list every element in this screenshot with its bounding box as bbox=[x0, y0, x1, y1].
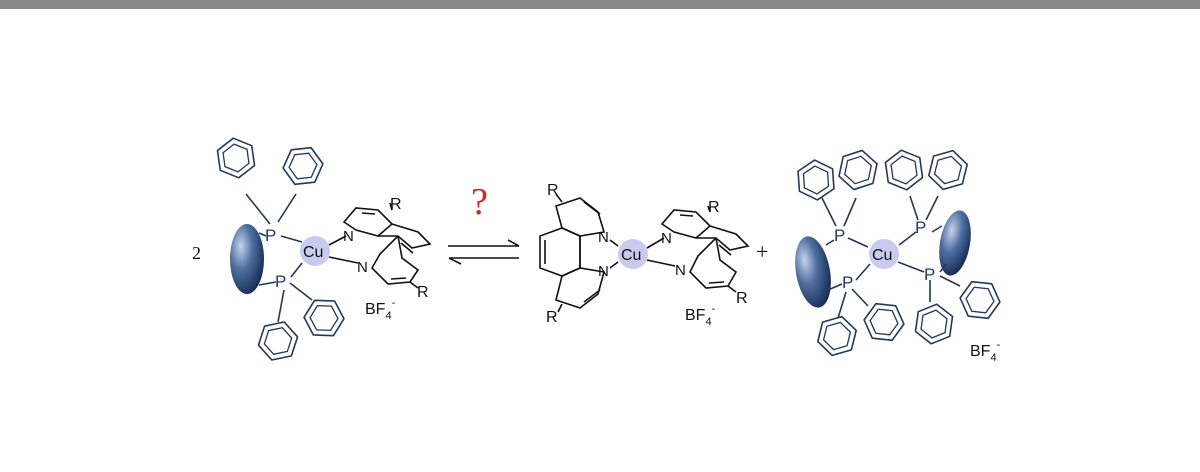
reactant-complex: Cu P P N N R R BF4- bbox=[215, 134, 432, 367]
diphosphine-backbone bbox=[795, 236, 831, 308]
product1-r1-label: R bbox=[547, 182, 559, 199]
product1-n1-label: N bbox=[598, 229, 609, 246]
phenyl-ring bbox=[955, 273, 1005, 327]
product1-r3-label: R bbox=[546, 309, 558, 326]
diphosphine-backbone bbox=[939, 210, 971, 276]
reactant-counterion: BF4- bbox=[365, 297, 396, 322]
product1-r4-label: R bbox=[736, 290, 748, 307]
reactant-p2-label: P bbox=[275, 272, 286, 291]
phenyl-ring bbox=[913, 300, 955, 348]
product2-p1-label: P bbox=[834, 226, 845, 245]
product1-r2-label: R bbox=[708, 199, 720, 216]
product2-p4-label: P bbox=[924, 265, 935, 284]
product2-p3-label: P bbox=[915, 218, 926, 237]
phenyl-ring bbox=[925, 145, 971, 195]
phenanthroline-ring bbox=[689, 237, 738, 289]
bis-phenanthroline-complex: N N R R Cu N N R R BF4- bbox=[539, 182, 750, 328]
phenanthroline-ring bbox=[371, 235, 420, 285]
phenyl-ring bbox=[278, 139, 328, 193]
reactant-n2-label: N bbox=[357, 259, 368, 276]
phenyl-ring bbox=[215, 134, 257, 182]
product1-cu-label: Cu bbox=[621, 247, 641, 264]
product2-counterion: BF4- bbox=[970, 339, 1001, 364]
phenyl-ring bbox=[883, 146, 925, 194]
phenyl-ring bbox=[796, 158, 836, 202]
product1-counterion: BF4- bbox=[685, 303, 716, 328]
top-bar bbox=[0, 0, 1200, 9]
question-mark: ? bbox=[471, 181, 488, 223]
phenanthroline-ring bbox=[696, 225, 750, 251]
phenyl-ring bbox=[298, 291, 350, 345]
plus-sign: + bbox=[756, 239, 768, 264]
phenanthroline-ring bbox=[539, 227, 581, 277]
reactant-n1-label: N bbox=[343, 228, 354, 245]
phenyl-ring bbox=[254, 315, 302, 367]
reactant-r1-label: R bbox=[390, 196, 402, 213]
product1-n3-label: N bbox=[661, 230, 672, 247]
product1-n2-label: N bbox=[598, 263, 609, 280]
reactant-p1-label: P bbox=[265, 226, 276, 245]
phenyl-ring bbox=[814, 311, 860, 361]
bis-diphosphine-complex: Cu P P P P BF4- bbox=[795, 145, 1005, 364]
phenanthroline-ring bbox=[555, 267, 606, 309]
phenanthroline-ring bbox=[378, 223, 432, 249]
copper-center bbox=[300, 236, 330, 266]
product2-p2-label: P bbox=[842, 273, 853, 292]
product2-cu-label: Cu bbox=[872, 247, 892, 264]
diphosphine-backbone bbox=[230, 224, 264, 294]
stoichiometric-coefficient: 2 bbox=[192, 243, 201, 263]
copper-center bbox=[618, 239, 648, 269]
phenyl-ring bbox=[836, 146, 880, 194]
phenanthroline-ring bbox=[555, 197, 606, 237]
equilibrium-arrows bbox=[448, 239, 520, 265]
product1-n4-label: N bbox=[675, 262, 686, 279]
reactant-cu-label: Cu bbox=[303, 244, 323, 261]
reactant-r2-label: R bbox=[417, 284, 429, 301]
copper-center bbox=[869, 239, 899, 269]
